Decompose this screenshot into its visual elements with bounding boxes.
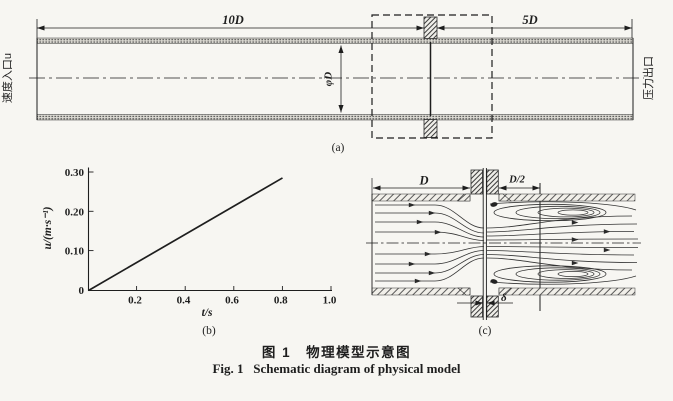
detail-drawing — [366, 168, 641, 320]
caption-chinese: 图 1 物理模型示意图 — [261, 345, 412, 360]
panel-a-pipe-schematic: 10D 5D φD 速度入口u 压力出口 (a) — [0, 13, 655, 154]
y-tick-0.10: 0.10 — [65, 246, 85, 258]
x-axis-ticks — [136, 286, 332, 291]
wall-top-left — [371, 193, 471, 202]
orifice-top-block — [423, 16, 438, 39]
vortex-core-top — [490, 202, 498, 207]
pipe-top-wall — [36, 37, 634, 44]
inlet-label: 速度入口u — [0, 53, 14, 103]
x-axis-title: t/s — [202, 307, 213, 319]
dim-label-5d: 5D — [522, 13, 537, 27]
x-tick-1.0: 1.0 — [323, 295, 337, 307]
pipe-drawing — [29, 14, 644, 139]
wall-bottom-right — [498, 287, 636, 296]
collar-bottom-right — [498, 287, 512, 296]
dim-label-10d: 10D — [222, 13, 244, 27]
x-tick-0.2: 0.2 — [128, 295, 142, 307]
y-tick-0: 0 — [79, 285, 85, 297]
outlet-label: 压力出口 — [641, 56, 655, 100]
y-tick-0.30: 0.30 — [65, 167, 85, 179]
velocity-ramp-line — [88, 177, 283, 292]
flange-top-right — [486, 169, 499, 195]
orifice-bottom-block — [423, 119, 438, 138]
collar-top-left — [457, 193, 471, 202]
x-tick-0.4: 0.4 — [177, 295, 191, 307]
dim-label-d: D — [418, 174, 428, 188]
dim-label-d2: D/2 — [508, 175, 526, 186]
flange-bottom-right — [486, 295, 499, 318]
pipe-bottom-wall — [36, 114, 634, 121]
panel-c-label: (c) — [479, 325, 492, 337]
panel-a-label: (a) — [332, 142, 345, 154]
x-tick-0.8: 0.8 — [274, 295, 288, 307]
caption-english: Fig. 1 Schematic diagram of physical mod… — [212, 361, 461, 376]
vortex-core-bottom — [490, 279, 498, 284]
y-axis-ticks — [88, 171, 94, 252]
y-tick-0.20: 0.20 — [65, 206, 85, 218]
collar-top-right — [498, 193, 512, 202]
wall-top-right — [498, 193, 636, 202]
panel-b-label: (b) — [202, 325, 216, 337]
wall-bottom-left — [371, 287, 471, 296]
y-axis-title: u/(m·s⁻¹) — [42, 206, 54, 249]
chart-axes — [87, 167, 332, 292]
flange-top-left — [470, 169, 483, 195]
panel-b-velocity-chart: 0.30 0.20 0.10 0 0.2 0.4 0.6 0.8 1.0 u/(… — [42, 167, 337, 337]
collar-bottom-left — [457, 287, 471, 296]
dim-label-delta: δ — [501, 292, 507, 304]
x-tick-0.6: 0.6 — [225, 295, 239, 307]
diameter-label: φD — [323, 72, 335, 86]
panel-c-flow-detail: D D/2 δ (c) — [366, 168, 641, 337]
flange-bottom-left — [470, 295, 483, 318]
detail-dashed-box — [371, 14, 493, 139]
